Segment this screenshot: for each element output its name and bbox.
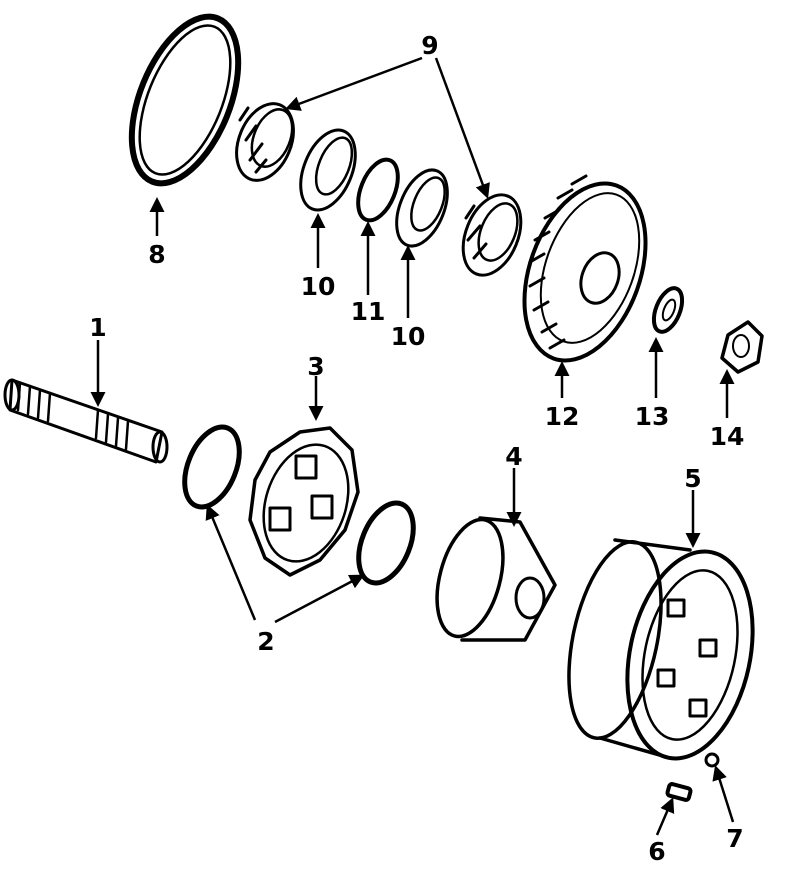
callout-6: 6 bbox=[648, 837, 665, 866]
part-9-bearing-upper bbox=[235, 102, 295, 182]
part-5-drum bbox=[567, 538, 755, 761]
callout-13: 13 bbox=[635, 402, 670, 431]
part-7-pin bbox=[704, 752, 720, 768]
callout-3: 3 bbox=[307, 352, 324, 381]
part-9-bearing-lower bbox=[461, 193, 523, 277]
part-10-race-left bbox=[299, 128, 357, 212]
leader-lines bbox=[90, 56, 735, 836]
part-8-large-ring bbox=[128, 13, 242, 187]
callout-14: 14 bbox=[710, 422, 745, 451]
callout-5: 5 bbox=[684, 464, 701, 493]
part-13-washer bbox=[651, 286, 685, 334]
callout-11: 11 bbox=[351, 297, 386, 326]
part-2-ring-left bbox=[182, 424, 242, 510]
callout-labels: 8 9 10 11 10 12 13 14 1 3 4 5 2 6 7 bbox=[89, 31, 744, 866]
part-14-nut bbox=[720, 320, 764, 374]
part-11-shim bbox=[356, 157, 400, 223]
callout-2: 2 bbox=[257, 627, 274, 656]
callout-10-right: 10 bbox=[391, 322, 426, 351]
callout-1: 1 bbox=[89, 313, 106, 342]
callout-7: 7 bbox=[726, 824, 743, 853]
part-4-hub bbox=[435, 516, 557, 642]
part-2-ring-right bbox=[356, 500, 416, 586]
callout-10-left: 10 bbox=[301, 272, 336, 301]
callout-8: 8 bbox=[148, 240, 165, 269]
part-6-key bbox=[665, 782, 693, 802]
callout-4: 4 bbox=[505, 442, 522, 471]
callout-12: 12 bbox=[545, 402, 580, 431]
part-12-helical-gear bbox=[522, 174, 648, 363]
callout-9: 9 bbox=[421, 31, 438, 60]
part-3-carrier bbox=[248, 426, 360, 577]
part-1-splined-shaft bbox=[3, 378, 169, 464]
